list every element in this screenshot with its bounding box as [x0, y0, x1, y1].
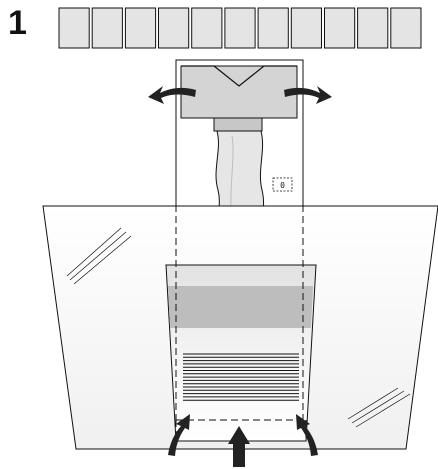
filter-slat — [191, 7, 223, 49]
upper-collar — [213, 117, 263, 132]
arrow-out-left-icon — [148, 86, 196, 104]
filter-slat — [124, 7, 157, 49]
filter-slat — [224, 7, 256, 49]
filter-slat — [290, 7, 322, 49]
filter-slat — [324, 7, 356, 49]
glass-reflection — [66, 227, 411, 428]
tag-label: 0 — [280, 181, 285, 190]
tag-box — [272, 177, 293, 192]
filter-slat — [158, 7, 190, 49]
filter-slat — [91, 7, 123, 49]
fan-band — [168, 286, 313, 328]
arrow-in-right-icon — [296, 414, 318, 456]
filter-slat — [58, 7, 90, 49]
step-number: 1 — [8, 4, 27, 42]
filter-slat — [257, 7, 289, 49]
outlet-arrows — [148, 86, 332, 104]
arrow-out-right-icon — [284, 86, 332, 104]
guide-lines — [175, 205, 307, 442]
filter-slat — [390, 7, 422, 49]
outlet-head — [180, 65, 298, 119]
filter-slat — [357, 7, 389, 49]
arrow-in-center-icon — [228, 426, 250, 467]
grease-filter — [183, 353, 299, 401]
arrow-in-left-icon — [168, 414, 190, 456]
inlet-arrows — [168, 414, 318, 467]
filter-slats — [58, 7, 422, 49]
